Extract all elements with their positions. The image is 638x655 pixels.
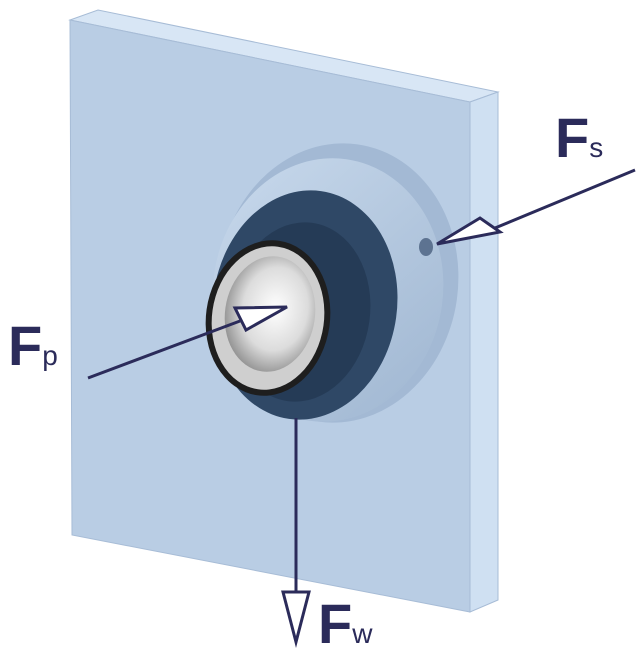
force-letter: F	[555, 106, 590, 169]
force-label-fp: Fp	[8, 318, 58, 374]
lube-hole	[419, 238, 433, 256]
force-subscript: s	[589, 132, 604, 163]
force-letter: F	[318, 592, 353, 655]
plate-side-face	[469, 91, 499, 613]
force-subscript: p	[42, 340, 58, 371]
force-label-fw: Fw	[318, 596, 372, 652]
force-subscript: w	[352, 618, 373, 649]
force-arrow-fp	[87, 305, 288, 380]
force-letter: F	[8, 314, 43, 377]
force-label-fs: Fs	[555, 110, 603, 166]
force-arrow-fs	[436, 168, 636, 246]
force-arrow-fw	[281, 418, 311, 648]
